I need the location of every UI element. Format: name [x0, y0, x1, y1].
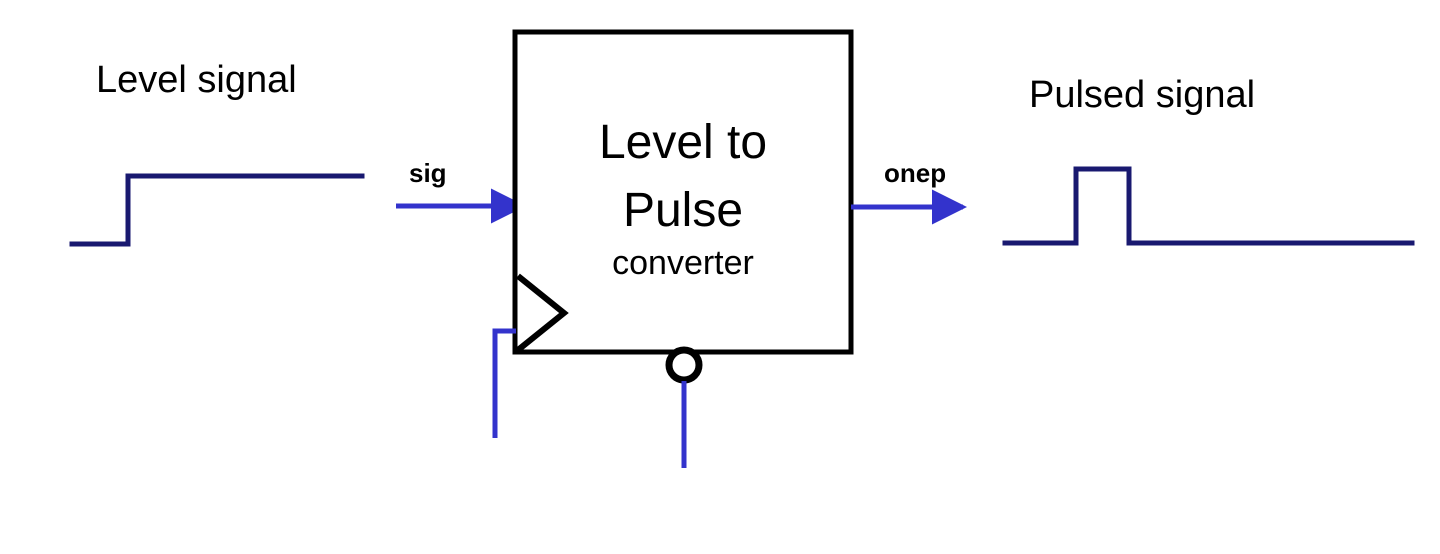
block-label-line2: Pulse	[623, 184, 743, 237]
block-label-line1: Level to	[599, 116, 767, 169]
output-port-group: onep	[851, 158, 968, 225]
input-port-group: sig	[396, 158, 527, 224]
converter-block-group: Level to Pulse converter	[512, 29, 854, 384]
output-waveform-title: Pulsed signal	[1029, 74, 1255, 116]
block-label-line3: converter	[612, 244, 754, 282]
input-port-label: sig	[409, 158, 447, 188]
clock-input-wire	[492, 328, 516, 438]
level-signal-waveform	[69, 173, 365, 247]
output-port-label: onep	[884, 158, 946, 188]
output-waveform-group: Pulsed signal	[1002, 74, 1415, 246]
pulsed-signal-waveform	[1002, 166, 1415, 246]
clock-triangle-icon	[516, 273, 569, 353]
inversion-bubble-icon	[665, 346, 703, 384]
input-waveform-group: Level signal	[69, 59, 365, 247]
input-waveform-title: Level signal	[96, 59, 297, 101]
